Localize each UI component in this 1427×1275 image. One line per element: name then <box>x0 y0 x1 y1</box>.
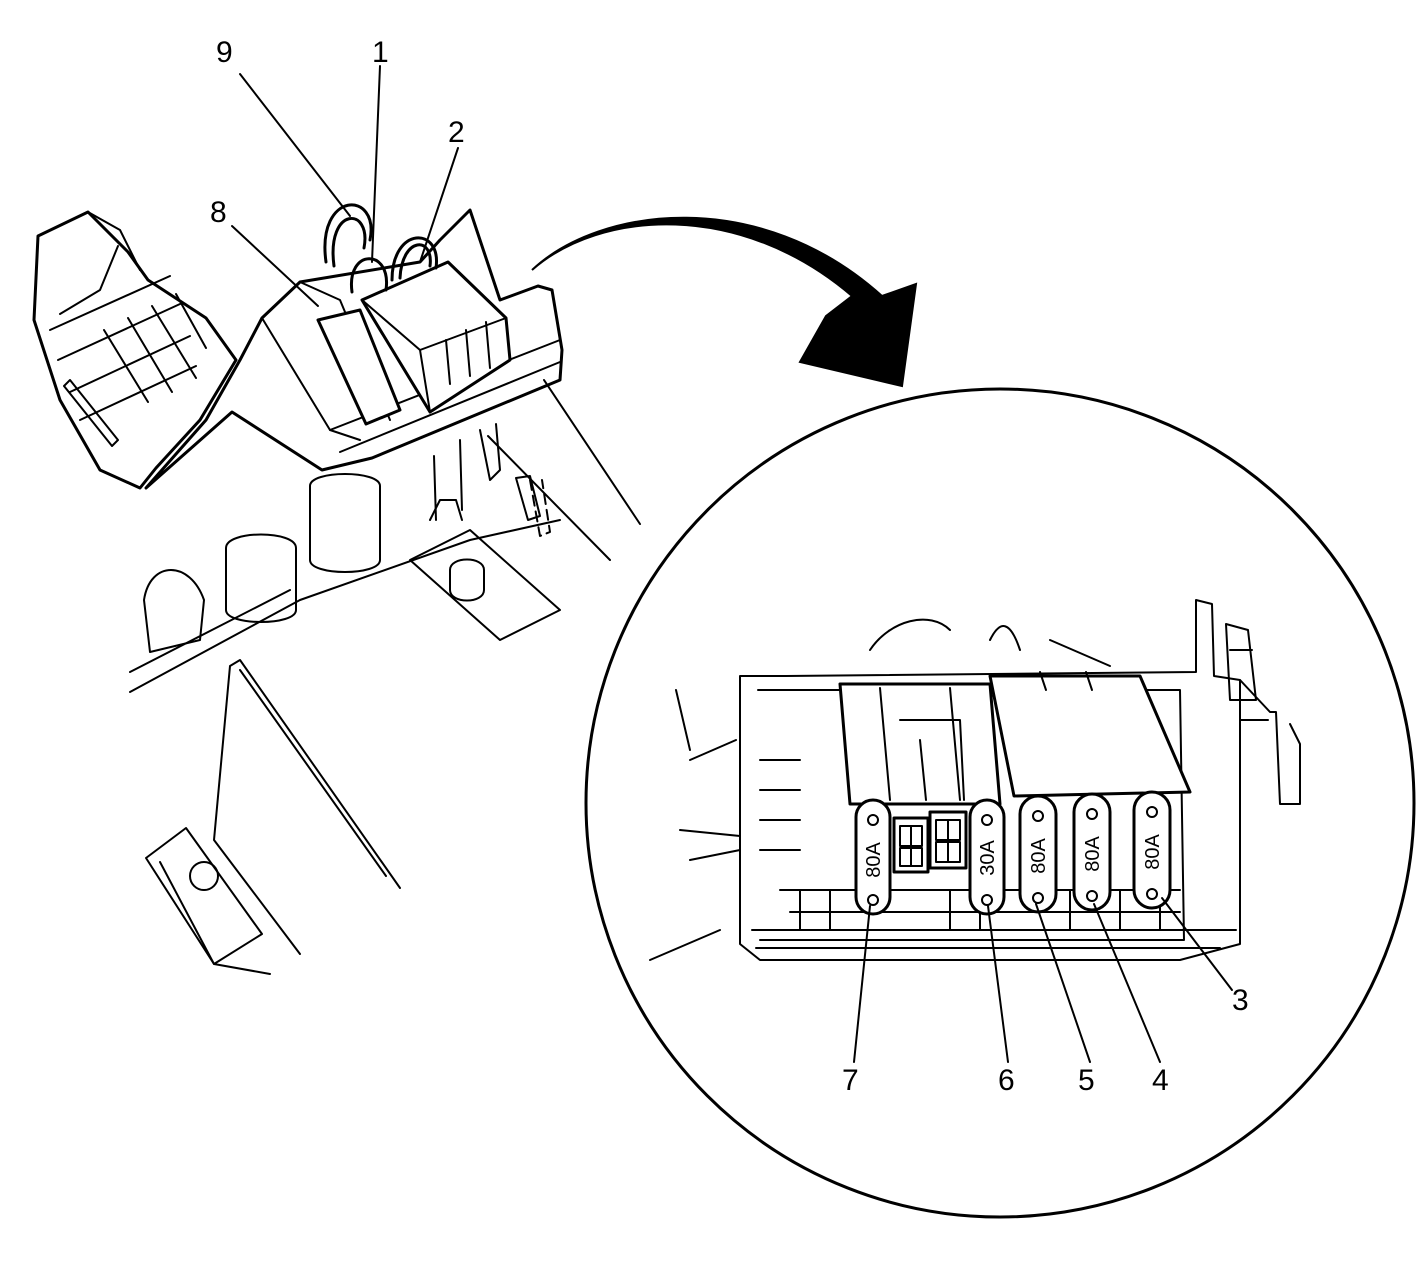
fuse-5-rating: 80A <box>1028 838 1050 874</box>
callout-1: 1 <box>372 36 389 69</box>
zoom-arrow <box>531 216 918 388</box>
fuse-6: 30A <box>968 798 1006 916</box>
leader-lines <box>231 65 1233 1063</box>
callout-7: 7 <box>842 1064 859 1097</box>
callout-labels: 9 1 2 8 3 4 5 6 7 <box>210 36 1249 1097</box>
relay-2 <box>360 260 512 414</box>
overview-illustration <box>32 203 641 975</box>
wire-loop-2 <box>390 236 438 282</box>
wire-loop-1 <box>350 257 388 294</box>
fuse-7-rating: 80A <box>863 842 885 878</box>
detail-magnifier-circle <box>584 387 1416 1219</box>
fuse-block-cover <box>32 210 238 490</box>
fuse-3: 80A <box>1132 790 1172 910</box>
callout-3: 3 <box>1232 984 1249 1017</box>
fuse-6-rating: 30A <box>977 840 999 876</box>
relay-1 <box>316 308 402 426</box>
wire-loop-9 <box>323 203 373 264</box>
callout-4: 4 <box>1152 1064 1169 1097</box>
fuse-4-rating: 80A <box>1082 836 1104 872</box>
fuse-7: 80A <box>854 798 892 916</box>
detail-relay-right <box>988 674 1192 798</box>
callout-5: 5 <box>1078 1064 1095 1097</box>
fuse-5: 80A <box>1018 794 1058 914</box>
detail-illustration: 80A 30A 80A 80A 80A <box>649 599 1301 961</box>
fuse-3-rating: 80A <box>1142 834 1164 870</box>
callout-2: 2 <box>448 116 465 149</box>
battery <box>213 659 401 955</box>
callout-8: 8 <box>210 196 227 229</box>
fuse-4: 80A <box>1072 792 1112 912</box>
callout-9: 9 <box>216 36 233 69</box>
callout-6: 6 <box>998 1064 1015 1097</box>
